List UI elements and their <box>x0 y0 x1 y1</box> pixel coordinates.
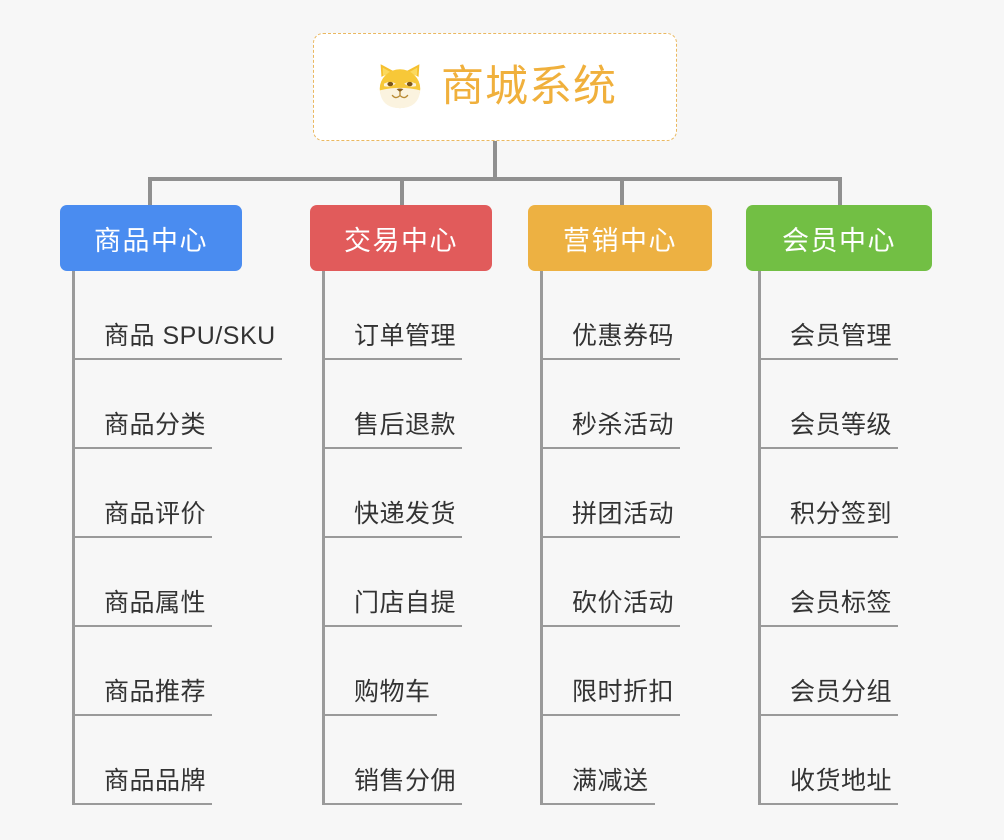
category-spine-4 <box>758 271 761 805</box>
list-item[interactable]: 商品品牌 <box>72 716 282 805</box>
leaf-label: 积分签到 <box>758 500 899 538</box>
list-item[interactable]: 订单管理 <box>322 271 463 360</box>
category-header-4-label: 会员中心 <box>782 225 896 256</box>
list-item[interactable]: 拼团活动 <box>540 449 681 538</box>
category-header-1-label: 商品中心 <box>94 225 208 256</box>
list-item[interactable]: 销售分佣 <box>322 716 463 805</box>
list-item[interactable]: 门店自提 <box>322 538 463 627</box>
leaf-label: 会员管理 <box>758 322 899 360</box>
leaf-label: 商品属性 <box>72 589 213 627</box>
leaf-list-1: 商品 SPU/SKU 商品分类 商品评价 商品属性 商品推荐 商品品牌 <box>72 271 282 805</box>
connector-horizontal-bus <box>148 177 842 181</box>
list-item[interactable]: 快递发货 <box>322 449 463 538</box>
list-item[interactable]: 收货地址 <box>758 716 899 805</box>
connector-root-stem <box>493 141 497 181</box>
leaf-label: 商品品牌 <box>72 767 213 805</box>
leaf-label: 商品分类 <box>72 411 213 449</box>
leaf-label: 商品推荐 <box>72 678 213 716</box>
leaf-label: 快递发货 <box>322 500 463 538</box>
shiba-dog-icon <box>373 60 427 114</box>
list-item[interactable]: 商品推荐 <box>72 627 282 716</box>
leaf-list-2: 订单管理 售后退款 快递发货 门店自提 购物车 销售分佣 <box>322 271 463 805</box>
list-item[interactable]: 购物车 <box>322 627 462 716</box>
leaf-label: 购物车 <box>322 678 437 716</box>
list-item[interactable]: 售后退款 <box>322 360 463 449</box>
list-item[interactable]: 会员等级 <box>758 360 899 449</box>
list-item[interactable]: 优惠券码 <box>540 271 681 360</box>
leaf-label: 销售分佣 <box>322 767 463 805</box>
leaf-label: 优惠券码 <box>540 322 681 360</box>
category-header-2-label: 交易中心 <box>344 225 458 256</box>
root-title: 商城系统 <box>441 62 617 111</box>
leaf-label: 订单管理 <box>322 322 463 360</box>
leaf-label: 秒杀活动 <box>540 411 681 449</box>
connector-drop-1 <box>148 177 152 209</box>
leaf-label: 商品 SPU/SKU <box>72 322 282 360</box>
category-header-1[interactable]: 商品中心 <box>60 205 242 271</box>
list-item[interactable]: 商品属性 <box>72 538 282 627</box>
list-item[interactable]: 商品 SPU/SKU <box>72 271 282 360</box>
category-header-4[interactable]: 会员中心 <box>746 205 932 271</box>
list-item[interactable]: 积分签到 <box>758 449 899 538</box>
category-header-3[interactable]: 营销中心 <box>528 205 712 271</box>
list-item[interactable]: 砍价活动 <box>540 538 681 627</box>
leaf-label: 限时折扣 <box>540 678 681 716</box>
category-spine-3 <box>540 271 543 805</box>
category-spine-1 <box>72 271 75 805</box>
list-item[interactable]: 满减送 <box>540 716 680 805</box>
leaf-label: 收货地址 <box>758 767 899 805</box>
list-item[interactable]: 商品评价 <box>72 449 282 538</box>
category-header-3-label: 营销中心 <box>563 225 677 256</box>
leaf-list-4: 会员管理 会员等级 积分签到 会员标签 会员分组 收货地址 <box>758 271 899 805</box>
list-item[interactable]: 会员分组 <box>758 627 899 716</box>
list-item[interactable]: 商品分类 <box>72 360 282 449</box>
list-item[interactable]: 会员标签 <box>758 538 899 627</box>
leaf-label: 砍价活动 <box>540 589 681 627</box>
list-item[interactable]: 限时折扣 <box>540 627 681 716</box>
connector-drop-2 <box>400 177 404 209</box>
leaf-label: 门店自提 <box>322 589 463 627</box>
root-node[interactable]: 商城系统 <box>313 33 677 141</box>
list-item[interactable]: 会员管理 <box>758 271 899 360</box>
leaf-label: 会员等级 <box>758 411 899 449</box>
leaf-label: 会员分组 <box>758 678 899 716</box>
leaf-label: 商品评价 <box>72 500 213 538</box>
leaf-label: 拼团活动 <box>540 500 681 538</box>
leaf-label: 售后退款 <box>322 411 463 449</box>
leaf-list-3: 优惠券码 秒杀活动 拼团活动 砍价活动 限时折扣 满减送 <box>540 271 681 805</box>
category-header-2[interactable]: 交易中心 <box>310 205 492 271</box>
list-item[interactable]: 秒杀活动 <box>540 360 681 449</box>
category-spine-2 <box>322 271 325 805</box>
leaf-label: 会员标签 <box>758 589 899 627</box>
connector-drop-3 <box>620 177 624 209</box>
connector-drop-4 <box>838 177 842 209</box>
leaf-label: 满减送 <box>540 767 655 805</box>
